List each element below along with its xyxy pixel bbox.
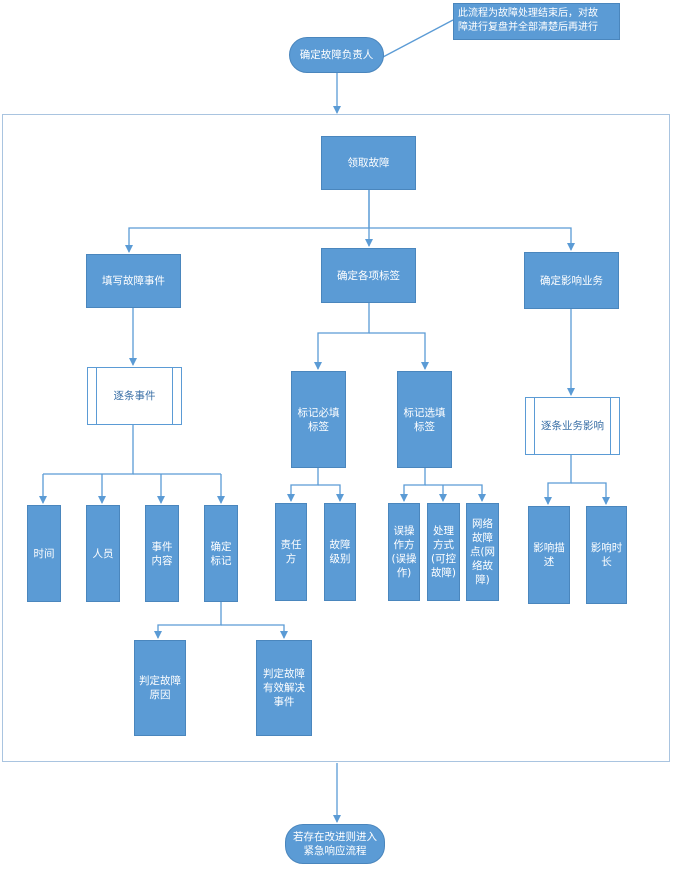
edge-mark-to-children bbox=[154, 601, 222, 639]
edge-optional-to-leaf-3 bbox=[443, 484, 486, 502]
optional-tags: 标记选填 标签 bbox=[397, 371, 452, 468]
required-tags: 标记必填 标签 bbox=[291, 371, 346, 468]
root-node: 领取故障 bbox=[321, 136, 416, 190]
mark-child-resolution: 判定故障 有效解决 事件 bbox=[256, 640, 312, 736]
leaf-fault-level: 故障 级别 bbox=[324, 503, 356, 601]
note-connector bbox=[382, 19, 454, 58]
edge-impact-process-to-leaf-2 bbox=[571, 482, 610, 505]
leaf-time: 时间 bbox=[27, 505, 61, 602]
branch-fill-event: 填写故障事件 bbox=[86, 254, 181, 308]
edge-required-to-leaves bbox=[287, 468, 319, 502]
edge-tags-to-required bbox=[314, 303, 370, 370]
leaf-impact-duration: 影响时 长 bbox=[586, 506, 627, 604]
leaf-impact-description: 影响描 述 bbox=[528, 506, 570, 604]
process-event-item: 逐条事件 bbox=[87, 367, 182, 425]
process-business-impact: 逐条业务影响 bbox=[525, 397, 620, 455]
mark-child-cause: 判定故障 原因 bbox=[134, 640, 186, 736]
edge-required-to-leaf-2 bbox=[318, 484, 344, 502]
note-box: 此流程为故障处理结束后，对故 障进行复盘并全部清楚后再进行 bbox=[453, 3, 620, 40]
leaf-misoperation: 误操 作方 (误操 作) bbox=[388, 503, 420, 601]
leaf-responsible-party: 责任 方 bbox=[275, 503, 307, 601]
edge-tags-to-optional bbox=[369, 332, 429, 370]
branch-tags: 确定各项标签 bbox=[321, 248, 416, 303]
start-node: 确定故障负责人 bbox=[289, 37, 384, 73]
edge-mark-to-child-2 bbox=[221, 624, 288, 639]
end-node: 若存在改进则进入 紧急响应流程 bbox=[285, 824, 385, 864]
leaf-person: 人员 bbox=[86, 505, 120, 602]
edge-process-to-leaves bbox=[43, 425, 134, 475]
leaf-handling-method: 处理 方式 (可控 故障) bbox=[427, 503, 460, 601]
edge-root-to-fill-event bbox=[125, 190, 370, 253]
leaf-content: 事件 内容 bbox=[145, 505, 179, 602]
edge-root-to-impact bbox=[369, 227, 575, 251]
edge-optional-to-leaves bbox=[400, 468, 426, 502]
edge-impact-process-to-leaves bbox=[544, 455, 572, 505]
branch-impact: 确定影响业务 bbox=[524, 252, 619, 309]
leaf-network-fault-point: 网络 故障 点(网 络故 障) bbox=[466, 503, 499, 601]
leaf-mark: 确定 标记 bbox=[204, 505, 238, 602]
